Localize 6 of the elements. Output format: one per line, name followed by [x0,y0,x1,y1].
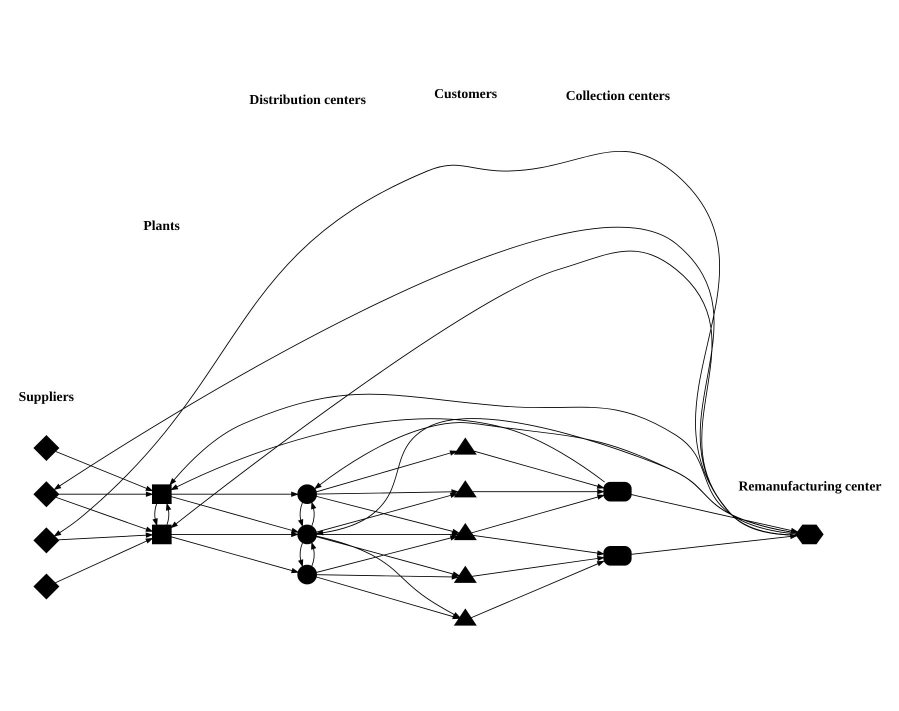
label: Customers [434,86,498,102]
label: Distribution centers [249,92,366,108]
label: Plants [143,218,180,233]
label: Remanufacturing center [738,478,882,494]
label: Suppliers [18,388,74,404]
label: Collection centers [566,88,670,103]
